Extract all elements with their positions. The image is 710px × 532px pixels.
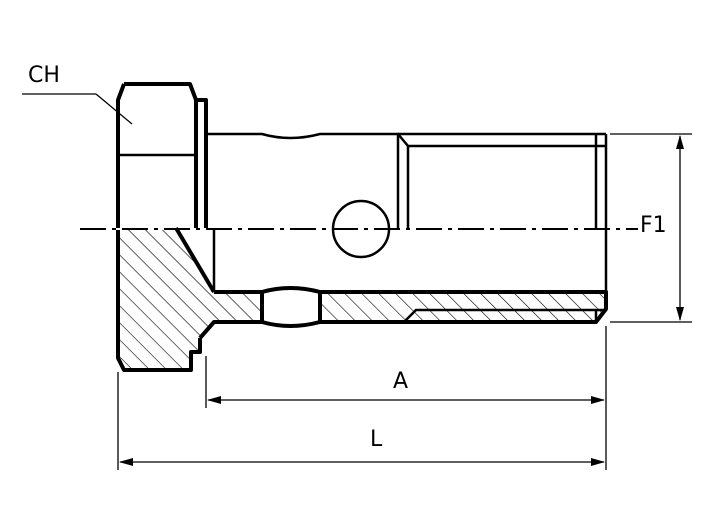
- f1-label: F1: [640, 213, 667, 238]
- a-dimension: [205, 326, 607, 470]
- f1-dimension: [610, 133, 692, 323]
- a-label: A: [393, 369, 408, 394]
- ch-leader: [22, 93, 133, 125]
- ch-label: CH: [28, 63, 60, 88]
- thread-section: [320, 228, 608, 324]
- l-label: L: [370, 427, 383, 452]
- head-bore-edge: [174, 226, 262, 340]
- hex-head: [116, 82, 208, 372]
- shank: [206, 132, 608, 328]
- l-dimension: [117, 372, 605, 470]
- section-hatching: [120, 230, 606, 370]
